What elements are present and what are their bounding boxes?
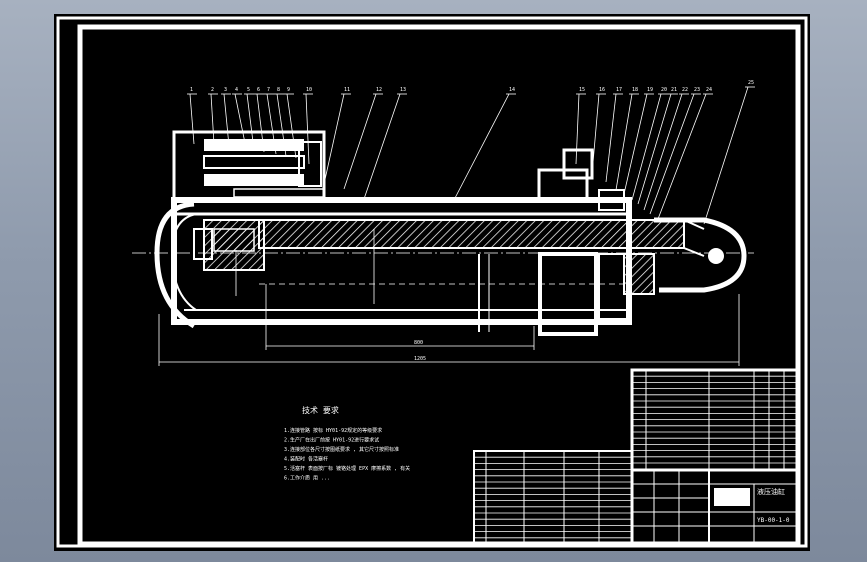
leader-line — [575, 93, 580, 165]
leader-line — [246, 93, 255, 151]
part-number-label: 13 — [400, 87, 406, 93]
part-number-label: 6 — [257, 87, 260, 93]
title-block-drawing-no: YB-00-1-0 — [757, 517, 790, 524]
requirement-line: 1.连接管路 按标 HY01-92规定的等级要求 — [284, 427, 382, 434]
rear-mounting-block — [172, 130, 326, 202]
leader-line — [234, 93, 247, 149]
part-number-label: 20 — [661, 87, 667, 93]
part-number-label: 24 — [706, 87, 712, 93]
part-number-label: 10 — [306, 87, 312, 93]
title-block — [630, 468, 800, 547]
dimensions — [158, 229, 740, 366]
part-number-label: 11 — [344, 87, 350, 93]
part-number-label: 17 — [616, 87, 622, 93]
requirement-line: 5.活塞杆 表面按厂标 镀铬处理 EPX 摩擦系数 , 有关 — [284, 465, 410, 472]
part-number-label: 25 — [748, 80, 754, 86]
cylinder-assembly — [154, 130, 747, 336]
part-number-label: 9 — [287, 87, 290, 93]
part-number-label: 14 — [509, 87, 515, 93]
tech-requirements-title: 技术 要求 — [302, 405, 339, 415]
requirement-line: 4.装配时 各活塞杆 — [284, 456, 328, 463]
part-number-label: 19 — [647, 87, 653, 93]
leader-line — [649, 93, 695, 215]
dimension-stroke: 800 — [414, 340, 423, 346]
leader-line — [363, 93, 401, 200]
leader-line — [453, 93, 510, 201]
inner-border — [77, 24, 801, 547]
leader-line — [305, 93, 310, 165]
leader-line — [189, 93, 195, 145]
tech-requirements: 1.连接管路 按标 HY01-92规定的等级要求 2.生产厂在出厂前按 HY01-… — [284, 427, 410, 482]
requirement-line: 6.工作介质 用 ... — [284, 475, 330, 482]
part-number-label: 22 — [682, 87, 688, 93]
part-number-label: 8 — [277, 87, 280, 93]
leader-line — [223, 93, 230, 147]
piston-rod — [258, 219, 685, 249]
leader-line — [637, 93, 672, 205]
part-number-label: 15 — [579, 87, 585, 93]
leader-line — [643, 93, 683, 211]
outer-border — [56, 16, 808, 548]
leader-line — [276, 93, 287, 157]
leader-line — [286, 93, 297, 159]
leader-line — [631, 93, 662, 201]
bom-table — [630, 368, 800, 472]
title-block-name: 液压油缸 — [757, 487, 785, 496]
leader-line — [623, 93, 648, 195]
leader-line — [605, 93, 617, 183]
part-number-label: 3 — [224, 87, 227, 93]
requirement-line: 3.连接部位各尺寸按图纸要求 , 其它尺寸按照标准 — [284, 446, 399, 453]
leader-line — [256, 93, 265, 153]
part-number-label: 23 — [694, 87, 700, 93]
rod-eye — [654, 217, 747, 293]
dimension-total: 1205 — [414, 356, 426, 362]
leader-line — [343, 93, 377, 190]
parts-list-table — [473, 450, 633, 546]
leader-line — [323, 93, 345, 185]
leader-line — [210, 93, 215, 145]
part-number-label: 1 — [190, 87, 193, 93]
requirement-line: 2.生产厂在出厂前按 HY01-92进行要求试 — [284, 437, 379, 444]
leader-line — [703, 86, 749, 225]
part-number-label: 4 — [235, 87, 238, 93]
part-number-label: 21 — [671, 87, 677, 93]
part-number-label: 16 — [599, 87, 605, 93]
part-number-label: 2 — [211, 87, 214, 93]
leader-line — [591, 93, 600, 175]
leader-line — [657, 93, 707, 220]
part-number-label: 5 — [247, 87, 250, 93]
part-number-label: 12 — [376, 87, 382, 93]
leader-line — [266, 93, 277, 155]
part-leaders — [187, 86, 755, 225]
part-number-label: 18 — [632, 87, 638, 93]
leader-line — [615, 93, 633, 191]
part-number-label: 7 — [267, 87, 270, 93]
